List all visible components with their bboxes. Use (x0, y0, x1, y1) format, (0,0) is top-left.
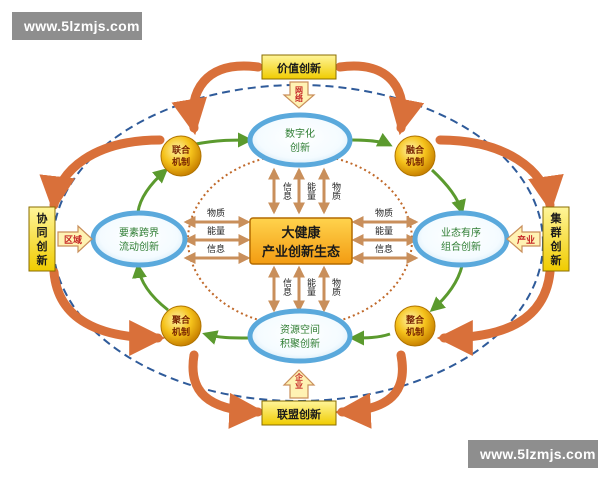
flow-label-right-1: 物质 (375, 207, 393, 218)
outer-box-left-char-2: 同 (37, 226, 48, 239)
watermark-top: www.5lzmjs.com (12, 12, 142, 40)
flow-label-top-2: 能量 (306, 181, 316, 200)
outer-box-right: 集 群 创 新 (542, 206, 570, 272)
flow-label-top-3: 物质 (331, 181, 341, 201)
outer-box-bottom-label: 联盟创新 (277, 407, 321, 421)
green-arrow-1 (195, 132, 253, 148)
mechanism-bottom-left-line2: 机制 (172, 326, 190, 338)
outer-box-right-char-1: 集 (550, 211, 563, 225)
outer-box-top: 价值创新 (261, 54, 337, 80)
node-left-oval: 要素跨界 流动创新 (90, 210, 188, 268)
arrow-leftbox-to-bottomleft (49, 267, 166, 356)
flow-label-bottom-1: 信息 (282, 277, 292, 296)
arrow-bottomleft-to-bottom (188, 350, 266, 429)
tag-network: 网络 (282, 81, 316, 109)
flow-label-right-3: 信息 (375, 243, 393, 254)
flow-label-left-2: 能量 (207, 225, 225, 236)
green-arrow-8 (136, 168, 169, 213)
tag-enterprise: 企业 (282, 369, 316, 399)
mechanism-top-left-line1: 联合 (172, 144, 191, 156)
arrow-topleft-to-leftbox (39, 135, 165, 213)
green-arrow-3 (430, 168, 466, 215)
mechanism-bottom-left: 聚合 机制 (160, 305, 202, 347)
tag-enterprise-label: 企业 (294, 372, 304, 389)
mechanism-bottom-right-line2: 机制 (406, 326, 424, 338)
mechanism-top-right: 融合 机制 (394, 135, 436, 177)
green-arrow-6 (202, 330, 251, 345)
tag-industry: 产业 (506, 224, 541, 254)
arrow-top-to-left (171, 61, 263, 136)
green-arrow-4 (429, 265, 464, 312)
node-bottom-oval: 资源空间 积聚创新 (247, 308, 353, 364)
green-arrow-7 (132, 263, 169, 312)
outer-box-bottom: 联盟创新 (261, 400, 337, 426)
mechanism-bottom-right: 整合 机制 (394, 305, 436, 347)
arrow-top-to-right (335, 61, 425, 136)
watermark-bottom: www.5lzmjs.com (468, 440, 598, 468)
center-box: 大健康 产业创新生态 (249, 217, 353, 265)
node-right-line2: 组合创新 (441, 240, 481, 253)
green-cycle-arrows (132, 132, 466, 346)
flow-arrows (183, 167, 419, 313)
outer-box-left: 协 同 创 新 (28, 206, 56, 272)
flow-label-top-1: 信息 (282, 181, 292, 200)
flow-label-bottom-3: 物质 (331, 277, 341, 297)
mechanism-bottom-right-line1: 整合 (405, 314, 425, 326)
outer-box-left-char-1: 协 (37, 211, 48, 225)
node-bottom-line2: 积聚创新 (280, 337, 320, 350)
node-left-line1: 要素跨界 (119, 226, 159, 239)
mechanism-top-right-line1: 融合 (406, 144, 425, 156)
arrow-rightbox-to-bottomright (436, 267, 555, 356)
mechanism-bottom-left-line1: 聚合 (171, 314, 191, 326)
tag-network-label: 网络 (295, 86, 304, 103)
outer-box-left-char-4: 新 (37, 253, 48, 267)
outer-box-right-char-4: 新 (551, 253, 562, 267)
node-left-line2: 流动创新 (119, 240, 159, 253)
mechanism-top-left-line2: 机制 (172, 156, 190, 168)
node-right-oval: 业态有序 组合创新 (412, 210, 510, 268)
flow-label-right-2: 能量 (375, 225, 393, 236)
outer-box-right-char-2: 群 (550, 225, 562, 239)
center-title-line1: 大健康 (281, 225, 321, 241)
green-arrow-5 (349, 330, 391, 346)
outer-box-top-label: 价值创新 (277, 61, 321, 75)
tag-region-label: 区域 (64, 234, 82, 246)
green-arrow-2 (351, 132, 393, 147)
tag-region: 区域 (57, 224, 93, 254)
node-right-line1: 业态有序 (441, 226, 481, 239)
mechanism-top-left: 联合 机制 (160, 135, 202, 177)
node-top-line1: 数字化 (285, 127, 315, 140)
arrow-bottomright-to-bottom (334, 350, 407, 429)
node-bottom-line1: 资源空间 (280, 323, 320, 336)
node-top-line2: 创新 (290, 141, 310, 154)
node-top-oval: 数字化 创新 (247, 112, 353, 168)
arrow-topright-to-rightbox (435, 135, 564, 213)
outer-box-left-char-3: 创 (36, 239, 48, 253)
center-title-line2: 产业创新生态 (262, 244, 340, 260)
tag-industry-label: 产业 (517, 234, 535, 246)
flow-label-bottom-2: 能量 (306, 277, 316, 296)
mechanism-top-right-line2: 机制 (406, 156, 424, 168)
flow-label-left-1: 物质 (207, 207, 225, 218)
outer-orange-arrows (39, 61, 564, 429)
flow-label-left-3: 信息 (207, 243, 225, 254)
outer-box-right-char-3: 创 (550, 239, 562, 253)
